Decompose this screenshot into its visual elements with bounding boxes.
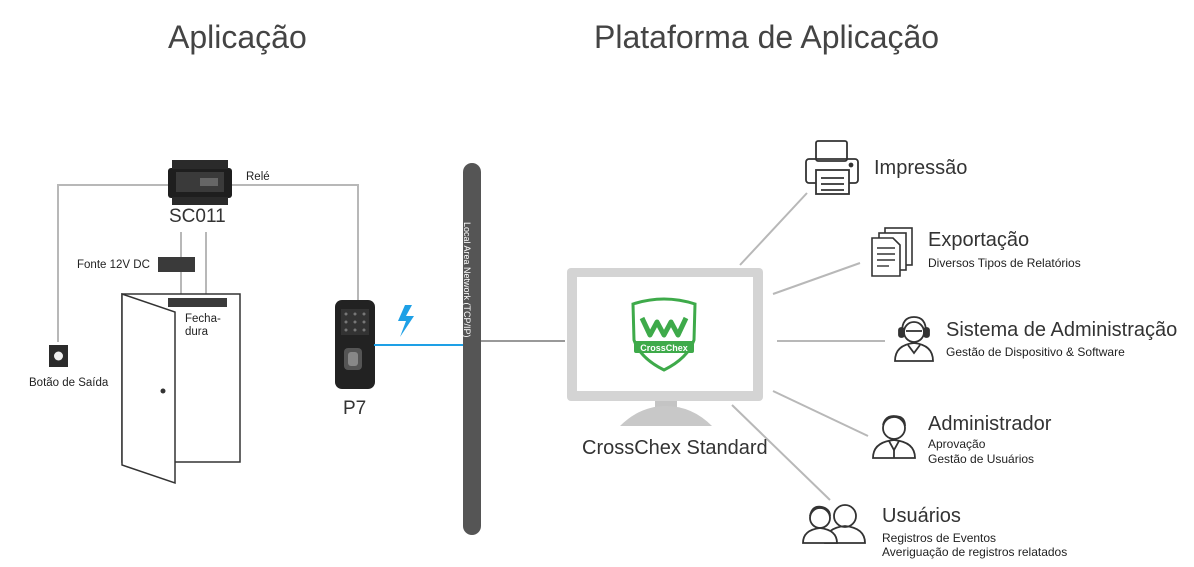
users-group-icon: [802, 504, 866, 544]
lan-label: Local Area Network (TCP/IP): [462, 222, 472, 338]
output-sub-usuarios-1: Registros de Eventos: [882, 531, 997, 545]
output-sub-sistema-1: Gestão de Dispositivo & Software: [946, 345, 1125, 359]
power-supply: [158, 257, 195, 272]
exit-button-device: [49, 345, 68, 367]
software-name: CrossChex Standard: [582, 437, 768, 459]
output-title-administrador: Administrador: [928, 413, 1052, 435]
lan-bar: [463, 163, 481, 535]
output-sub-administrador-2: Gestão de Usuários: [928, 452, 1035, 466]
document-stack-icon: [871, 227, 913, 277]
controller-sc011: [168, 160, 232, 205]
lock-label: Fecha- dura: [185, 313, 221, 338]
door: [121, 292, 241, 485]
exit-button-label: Botão de Saída: [29, 377, 109, 389]
header-platform: Plataforma de Aplicação: [594, 19, 940, 55]
admin-person-icon: [872, 415, 916, 459]
crosschex-logo-icon: CrossChex: [631, 297, 697, 372]
p7-device: [335, 300, 375, 389]
output-sub-usuarios-2: Averiguação de registros relatados: [882, 545, 1068, 559]
output-title-sistema: Sistema de Administração: [946, 319, 1178, 341]
logo-text: CrossChex: [640, 343, 688, 353]
relay-label: Relé: [246, 171, 270, 183]
output-sub-exportacao-1: Diversos Tipos de Relatórios: [928, 256, 1081, 270]
output-title-usuarios: Usuários: [882, 505, 961, 527]
device-label: P7: [343, 398, 367, 419]
header-application: Aplicação: [168, 19, 307, 55]
output-links: [731, 192, 885, 501]
lightning-icon: [398, 305, 414, 337]
output-title-impressao: Impressão: [874, 157, 968, 179]
power-label: Fonte 12V DC: [77, 259, 150, 271]
controller-label: SC011: [169, 206, 226, 227]
operator-headset-icon: [894, 316, 934, 362]
printer-icon: [805, 140, 859, 195]
output-sub-administrador-1: Aprovação: [928, 437, 986, 451]
output-title-exportacao: Exportação: [928, 229, 1030, 251]
